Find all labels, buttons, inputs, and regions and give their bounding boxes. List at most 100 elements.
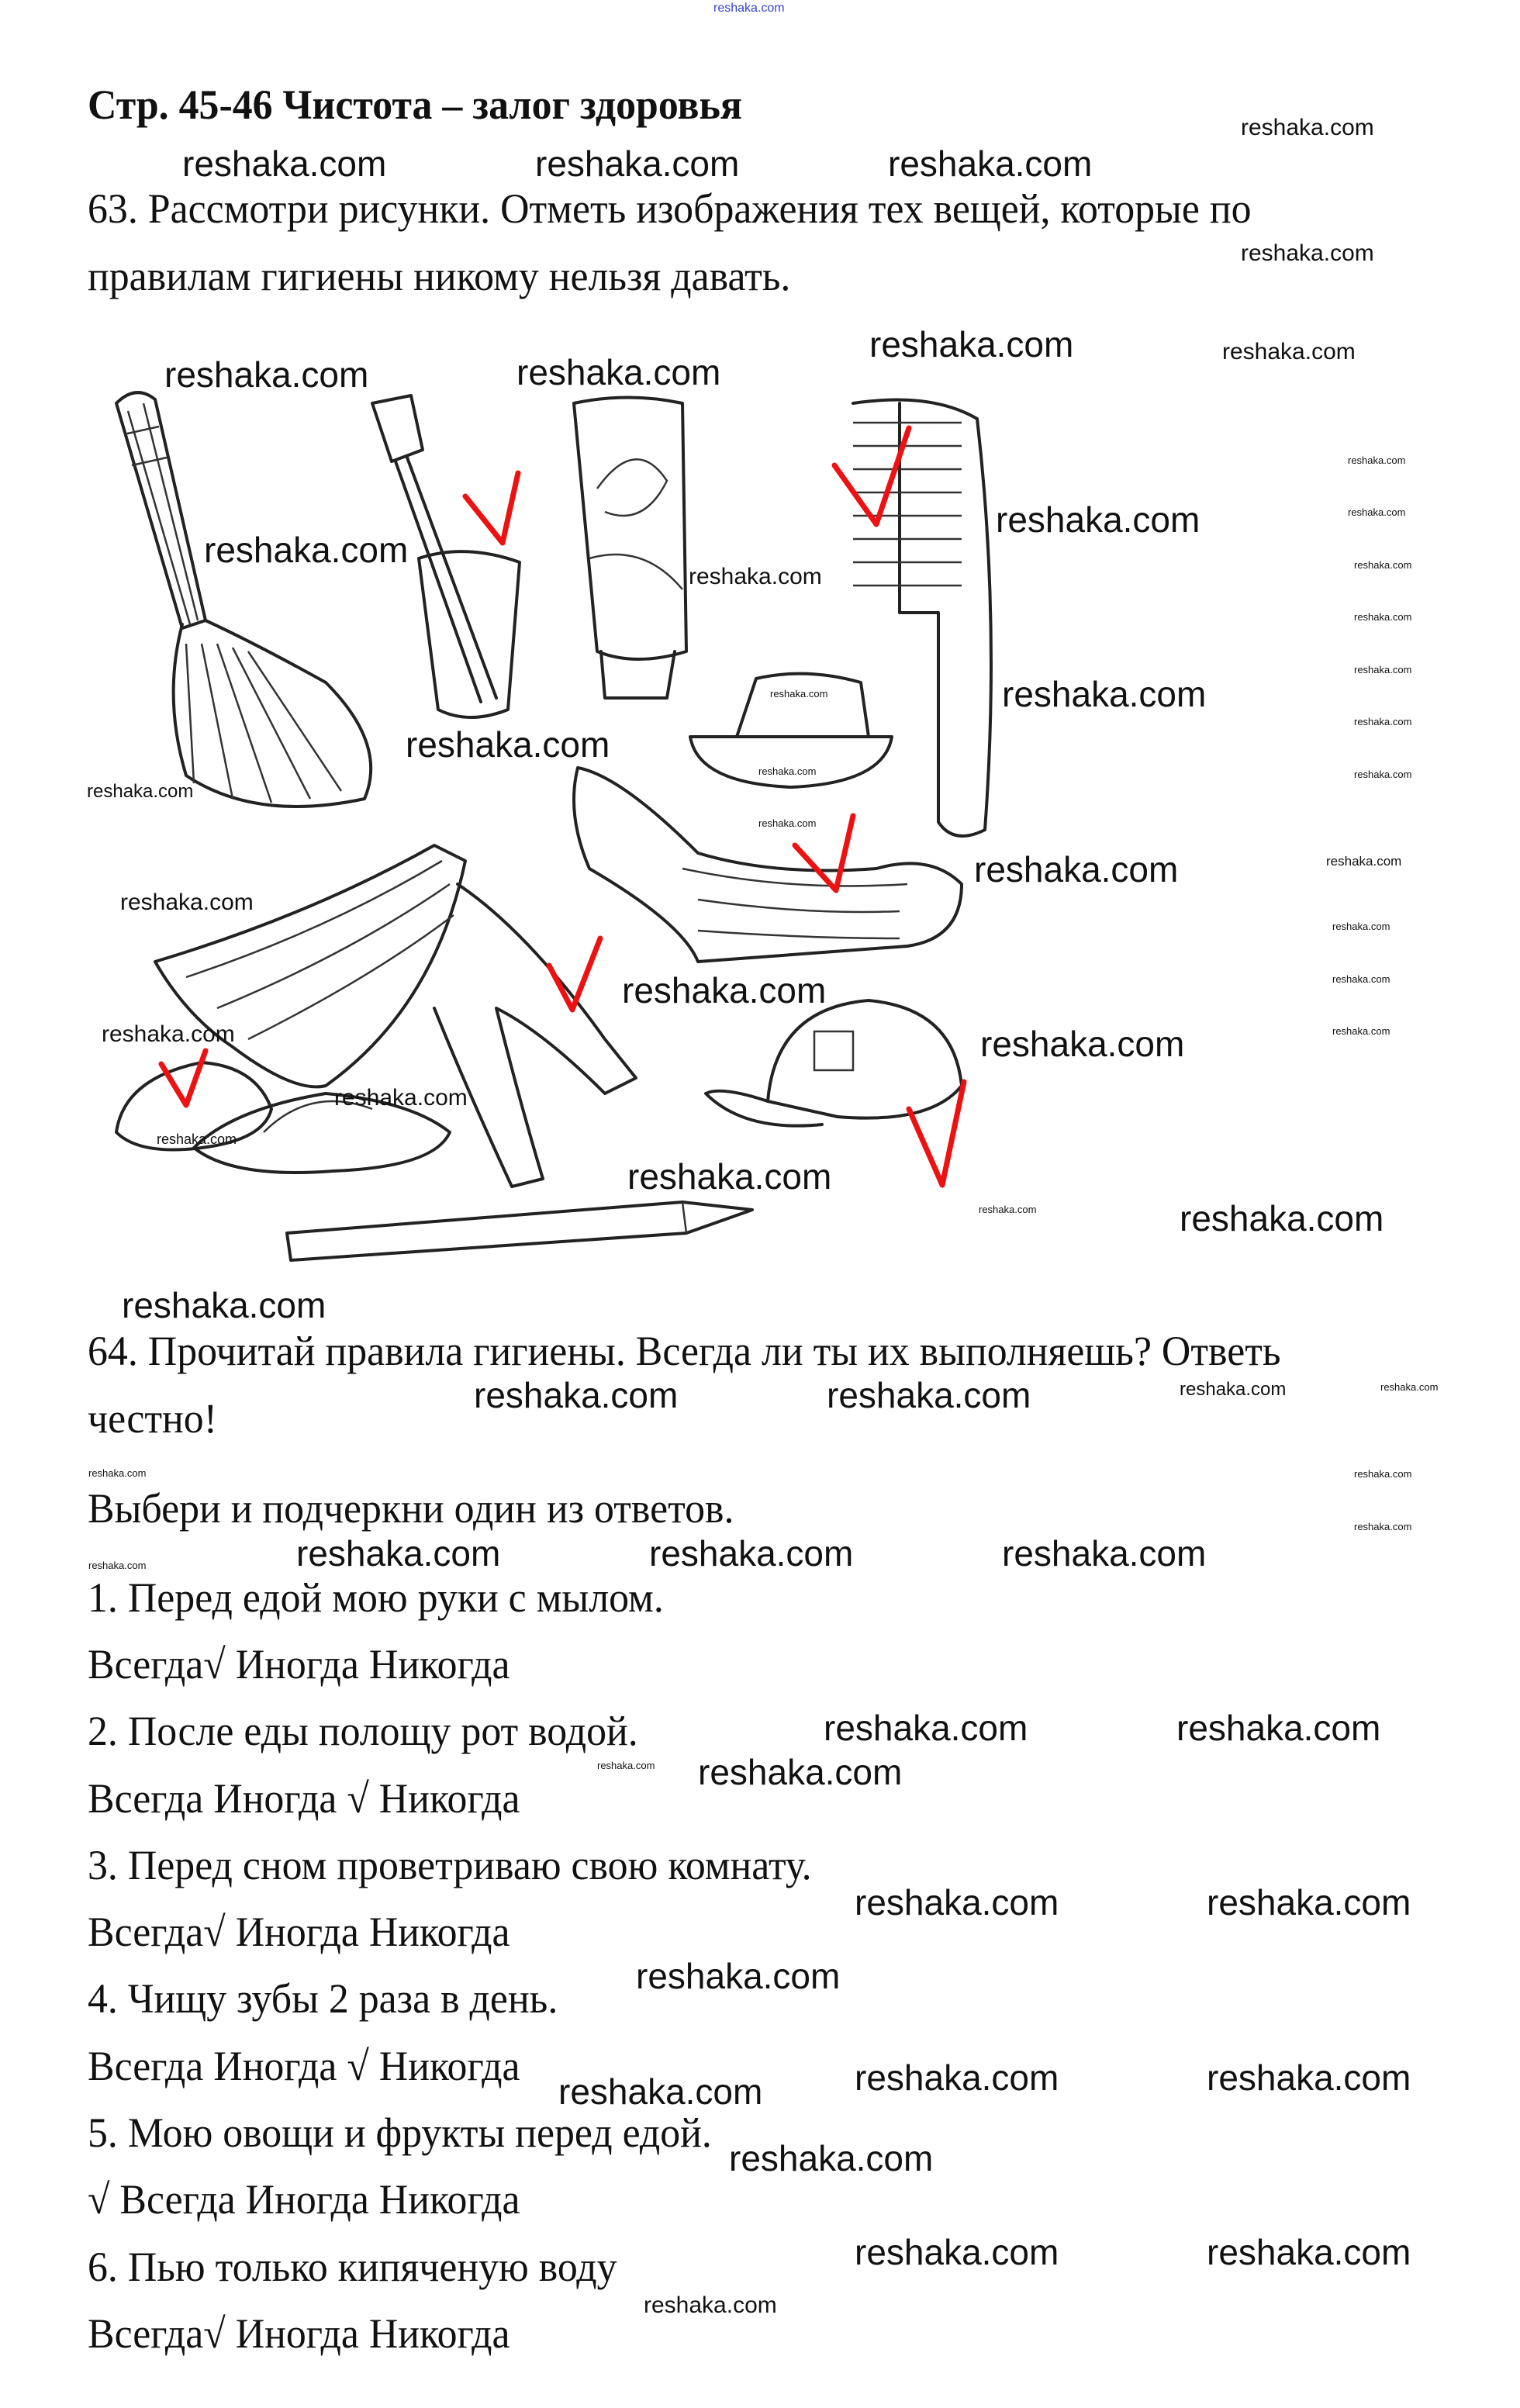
watermark: reshaka.com [1354,559,1412,571]
watermark: reshaka.com [1326,854,1402,869]
answer-6: Всегда√ Иногда Никогда [88,2310,510,2357]
watermark: reshaka.com [1380,1381,1439,1393]
question-2: 2. После еды полощу рот водой. [88,1708,638,1754]
watermark: reshaka.com [758,765,817,777]
watermark: reshaka.com [1348,454,1406,466]
watermark: reshaka.com [1002,1533,1207,1574]
check-mark-toothbrush [462,470,521,546]
question-3: 3. Перед сном проветриваю свою комнату. [88,1842,812,1888]
answer-1: Всегда√ Иногда Никогда [88,1641,510,1688]
task63-text-line2: правилам гигиены никому нельзя давать. [88,253,791,299]
check-mark-comb [831,425,912,527]
watermark: reshaka.com [979,1204,1037,1215]
watermark: reshaka.com [689,564,822,589]
watermark: reshaka.com [1241,240,1374,266]
watermark: reshaka.com [855,2232,1059,2272]
watermark: reshaka.com [888,143,1093,184]
watermark: reshaka.com [974,849,1179,890]
task63-text-line1: 63. Рассмотри рисунки. Отметь изображени… [88,185,1252,232]
watermark: reshaka.com [644,2292,777,2318]
watermark: reshaka.com [1332,973,1390,985]
toothbrush-in-glass-drawing [371,394,521,719]
watermark: reshaka.com [627,1156,832,1197]
comb-drawing [852,398,993,838]
page-title: Стр. 45-46 Чистота – залог здоровья [88,81,742,128]
watermark: reshaka.com [729,2138,934,2178]
watermark: reshaka.com [535,143,740,184]
site-mark-link[interactable]: reshaka.com [713,2,785,15]
watermark: reshaka.com [558,2071,763,2112]
watermark: reshaka.com [1002,674,1207,714]
watermark: reshaka.com [869,324,1074,364]
check-mark-scarf [546,935,603,1013]
watermark: reshaka.com [827,1375,1031,1415]
task64-text-line2: честно! [88,1395,217,1442]
watermark: reshaka.com [824,1708,1028,1748]
task64-text-line1: 64. Прочитай правила гигиены. Всегда ли … [88,1328,1281,1374]
watermark: reshaka.com [1176,1708,1381,1748]
watermark: reshaka.com [122,1285,326,1325]
question-6: 6. Пью только кипяченую воду [88,2244,617,2290]
watermark: reshaka.com [698,1752,903,1792]
watermark: reshaka.com [88,1560,147,1571]
watermark: reshaka.com [1332,1025,1390,1037]
watermark: reshaka.com [1222,339,1356,364]
watermark: reshaka.com [87,781,194,802]
watermark: reshaka.com [622,970,827,1011]
watermark: reshaka.com [204,530,409,570]
check-mark-cap [906,1079,967,1188]
question-1: 1. Перед едой мою руки с мылом. [88,1574,664,1621]
watermark: reshaka.com [1180,1198,1384,1239]
pencil-drawing [285,1201,754,1262]
watermark: reshaka.com [1354,1468,1412,1480]
answer-3: Всегда√ Иногда Никогда [88,1909,510,1955]
cream-tube-drawing [572,396,688,700]
watermark: reshaka.com [1354,611,1412,623]
watermark: reshaka.com [516,352,721,392]
task64-instruction: Выбери и подчеркни один из ответов. [88,1485,734,1532]
answer-4: Всегда Иногда √ Никогда [88,2043,520,2089]
question-4: 4. Чищу зубы 2 раза в день. [88,1975,558,2022]
cap-drawing [704,999,963,1128]
watermark: reshaka.com [636,1956,841,1996]
broom-drawing [115,391,373,808]
watermark: reshaka.com [1354,664,1412,675]
watermark: reshaka.com [1332,921,1390,932]
watermark: reshaka.com [1207,2232,1411,2272]
watermark: reshaka.com [88,1467,147,1479]
watermark: reshaka.com [770,688,828,700]
soap-dish-drawing [689,672,893,789]
watermark: reshaka.com [1354,769,1412,780]
watermark: reshaka.com [1241,115,1374,140]
watermark: reshaka.com [649,1533,854,1574]
towel-drawing [572,766,963,963]
watermark: reshaka.com [996,499,1200,540]
watermark: reshaka.com [334,1085,468,1111]
watermark: reshaka.com [182,143,387,184]
watermark: reshaka.com [855,1882,1059,1923]
slippers-drawing [115,1061,451,1174]
watermark: reshaka.com [296,1533,501,1574]
watermark: reshaka.com [164,354,369,395]
watermark: reshaka.com [120,890,254,915]
watermark: reshaka.com [1207,2057,1411,2098]
watermark: reshaka.com [102,1021,235,1047]
watermark: reshaka.com [758,817,817,829]
question-5: 5. Мою овощи и фрукты перед едой. [88,2109,712,2156]
check-mark-slippers [158,1048,209,1108]
watermark: reshaka.com [597,1760,655,1771]
check-mark-towel [792,813,856,893]
watermark: reshaka.com [1348,506,1406,518]
watermark: reshaka.com [1354,1521,1412,1532]
watermark: reshaka.com [474,1375,679,1415]
watermark: reshaka.com [855,2057,1059,2098]
answer-5: √ Всегда Иногда Никогда [88,2176,520,2223]
watermark: reshaka.com [980,1024,1185,1064]
watermark: reshaka.com [157,1131,237,1147]
watermark: reshaka.com [1180,1379,1287,1400]
watermark: reshaka.com [406,724,610,765]
watermark: reshaka.com [1207,1882,1411,1923]
watermark: reshaka.com [1354,716,1412,727]
